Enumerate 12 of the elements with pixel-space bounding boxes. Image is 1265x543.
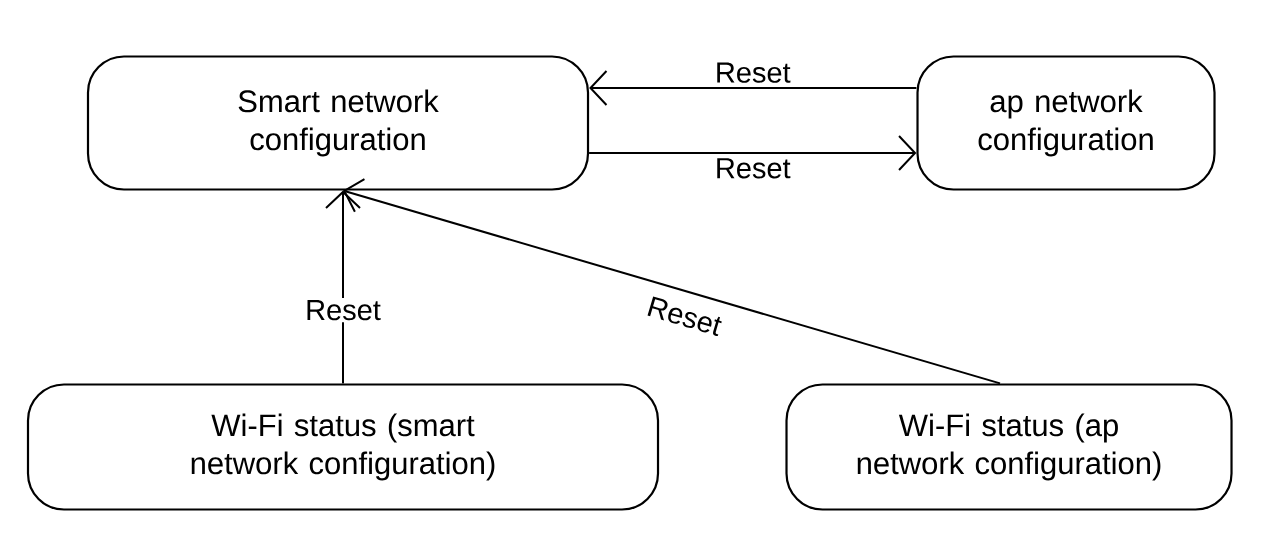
arrow bbox=[325, 190, 361, 385]
arrow bbox=[343, 178, 1001, 385]
state-box: Wi-Fi status (ap network configuration) bbox=[785, 383, 1233, 511]
state-box: Smart network configuration bbox=[86, 55, 590, 191]
edge-label: Reset bbox=[717, 62, 791, 83]
edge-label: Reset bbox=[717, 158, 791, 179]
arrow bbox=[588, 135, 917, 171]
state-box: ap network configuration bbox=[916, 55, 1216, 191]
state-box: Wi-Fi status (smart network configuration) bbox=[26, 383, 660, 511]
edge-label: Reset bbox=[303, 298, 383, 323]
edge-label: Reset bbox=[647, 296, 722, 337]
arrow bbox=[589, 70, 918, 106]
